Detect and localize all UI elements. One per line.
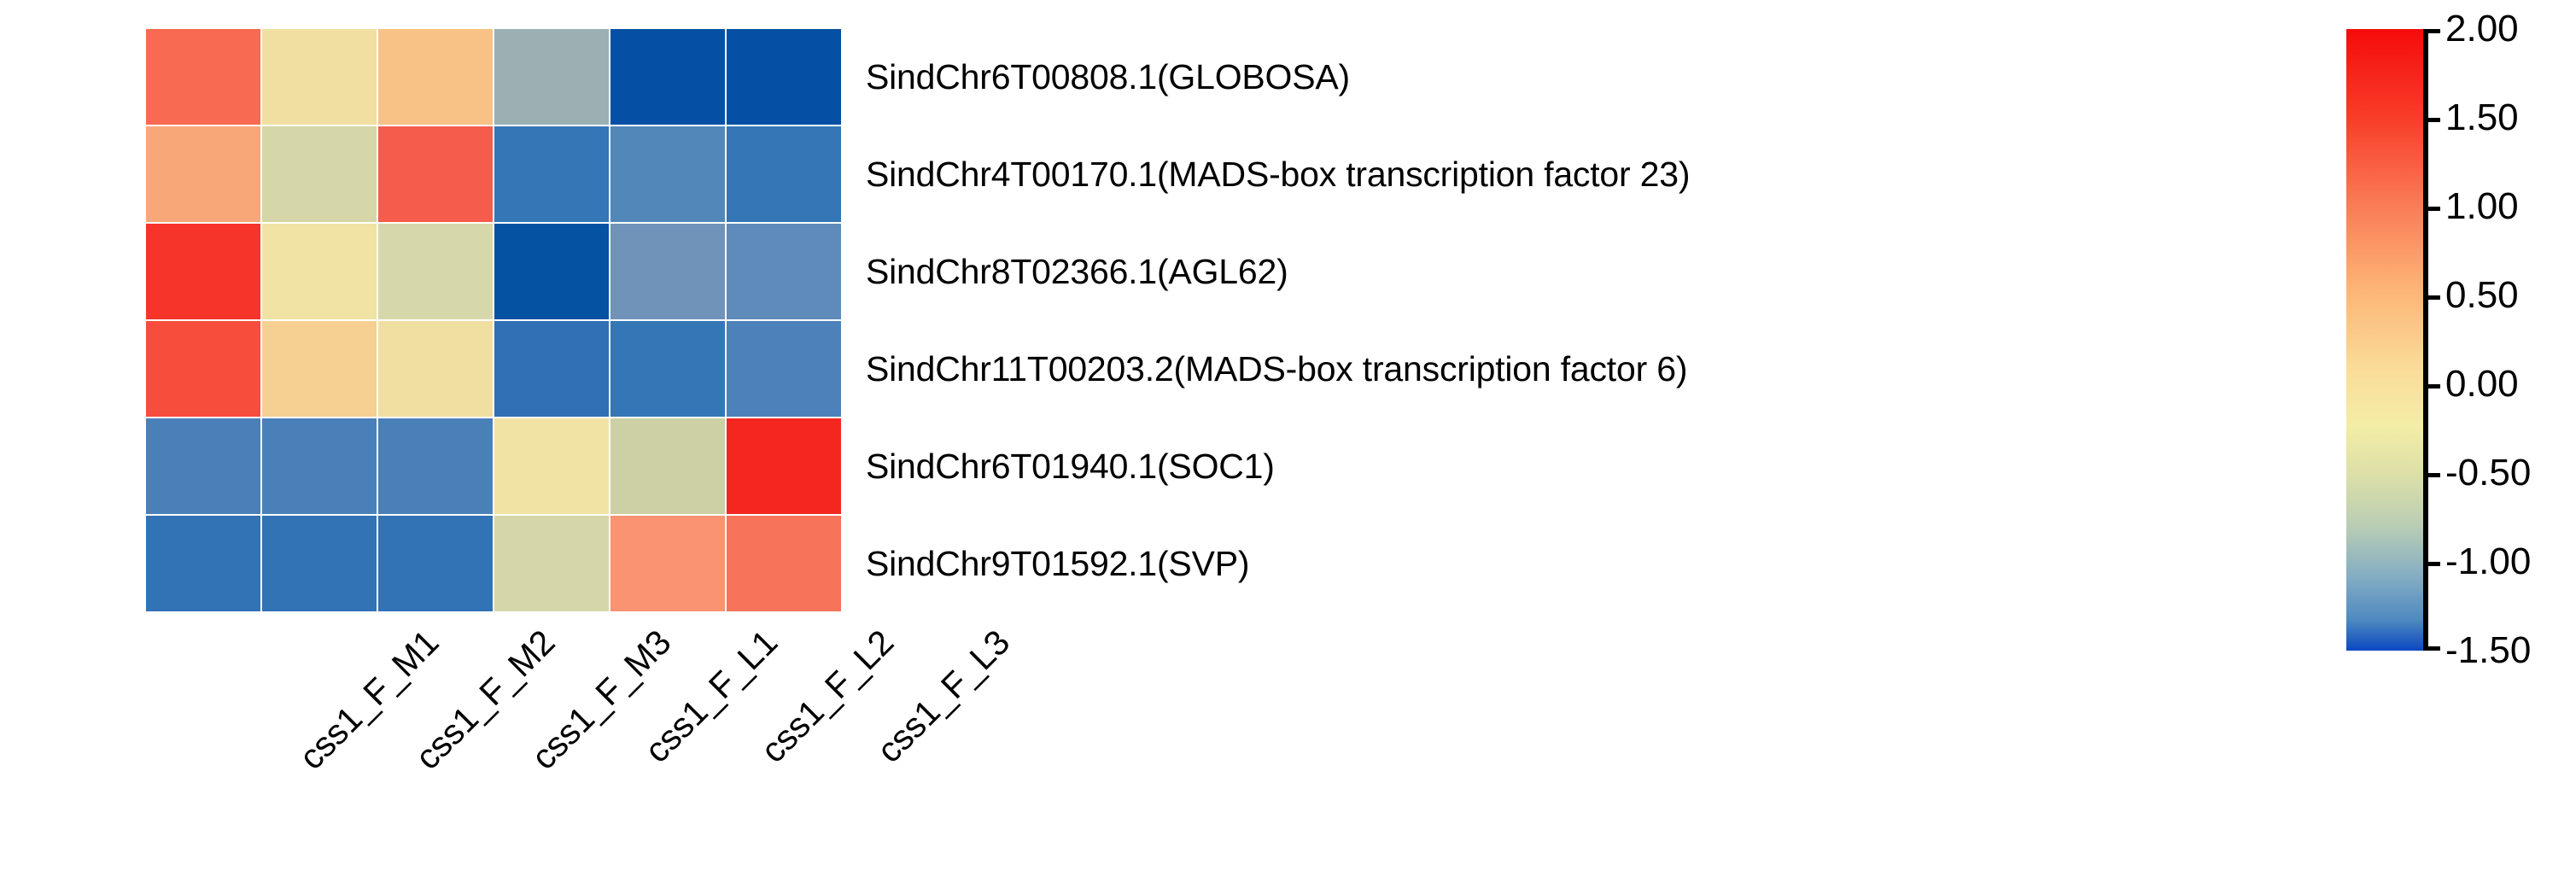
colorbar-axis-spine <box>2423 29 2428 651</box>
heatmap-cell <box>261 418 377 515</box>
colorbar-tick-label: 0.00 <box>2445 363 2519 405</box>
heatmap-cell <box>377 223 494 320</box>
colorbar-tick <box>2423 473 2440 477</box>
heatmap-cell <box>261 223 377 320</box>
heatmap-cell <box>610 28 726 126</box>
heatmap-cell <box>145 515 261 612</box>
heatmap-cell <box>726 418 842 515</box>
colorbar-tick <box>2423 29 2440 33</box>
colorbar-tick-label: 2.00 <box>2445 8 2519 50</box>
heatmap-cell <box>610 418 726 515</box>
heatmap-cell <box>726 515 842 612</box>
heatmap-cell <box>377 418 494 515</box>
heatmap-cell <box>610 515 726 612</box>
colorbar-tick-label: 1.00 <box>2445 185 2519 227</box>
row-label: SindChr6T00808.1(GLOBOSA) <box>866 56 1350 96</box>
heatmap-grid <box>145 28 842 612</box>
colorbar-tick-label: 0.50 <box>2445 274 2519 316</box>
colorbar-tick <box>2423 207 2440 211</box>
row-label: SindChr11T00203.2(MADS-box transcription… <box>866 348 1688 388</box>
heatmap-cell <box>726 28 842 126</box>
heatmap-cell <box>610 126 726 223</box>
colorbar-tick <box>2423 384 2440 388</box>
heatmap-cell <box>494 320 610 418</box>
heatmap-cell <box>377 28 494 126</box>
heatmap-cell <box>726 126 842 223</box>
row-label: SindChr9T01592.1(SVP) <box>866 543 1250 583</box>
heatmap-cell <box>377 515 494 612</box>
heatmap-row-labels: SindChr6T00808.1(GLOBOSA) SindChr4T00170.… <box>866 28 2317 612</box>
row-label: SindChr6T01940.1(SOC1) <box>866 446 1275 486</box>
heatmap-cell <box>377 126 494 223</box>
colorbar-tick <box>2423 562 2440 566</box>
row-label: SindChr8T02366.1(AGL62) <box>866 251 1288 291</box>
colorbar: 2.00 1.50 1.00 0.50 0.00 -0.50 -1.00 -1.50 <box>2346 10 2531 669</box>
colorbar-tick-label: 1.50 <box>2445 96 2519 138</box>
colorbar-tick <box>2423 295 2440 300</box>
heatmap-cell <box>261 28 377 126</box>
colorbar-tick-label: -1.50 <box>2445 629 2532 671</box>
heatmap-cell <box>145 418 261 515</box>
heatmap-cell <box>494 223 610 320</box>
heatmap-cell <box>494 28 610 126</box>
heatmap-cell <box>145 28 261 126</box>
heatmap-cell <box>145 126 261 223</box>
heatmap-cell <box>494 515 610 612</box>
heatmap-cell <box>145 223 261 320</box>
heatmap-cell <box>726 223 842 320</box>
heatmap-cell <box>261 126 377 223</box>
heatmap-cell <box>261 320 377 418</box>
heatmap-cell <box>494 418 610 515</box>
heatmap-cell <box>145 320 261 418</box>
heatmap-cell <box>610 223 726 320</box>
row-label: SindChr4T00170.1(MADS-box transcription … <box>866 154 1691 194</box>
heatmap-cell <box>494 126 610 223</box>
colorbar-tick <box>2423 118 2440 122</box>
heatmap-cell <box>726 320 842 418</box>
colorbar-tick-label: -0.50 <box>2445 452 2532 494</box>
colorbar-tick <box>2423 646 2440 651</box>
colorbar-gradient <box>2346 29 2423 651</box>
heatmap-cell <box>261 515 377 612</box>
heatmap-cell <box>610 320 726 418</box>
heatmap-cell <box>377 320 494 418</box>
colorbar-tick-label: -1.00 <box>2445 540 2532 582</box>
